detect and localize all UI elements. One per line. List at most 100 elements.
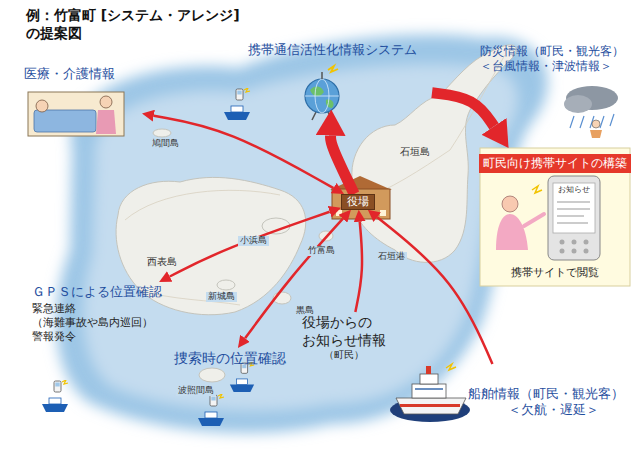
island-name: 石垣港	[376, 252, 407, 262]
island-name: 波照間島	[176, 386, 216, 396]
node-heading: 船舶情報（町民・観光客）	[468, 386, 624, 402]
care-illustration	[100, 96, 112, 108]
globe-antenna	[305, 79, 339, 113]
care-illustration	[36, 100, 48, 112]
ship-illustration	[420, 374, 438, 384]
road	[125, 55, 505, 305]
flow-arrow	[331, 136, 355, 194]
node-heading: ＧＰＳによる位置確認	[32, 284, 163, 300]
building	[330, 176, 392, 219]
care-info: 医療・介護情報	[22, 64, 142, 142]
notice-info: 役場からの お知らせ情報（町民）	[300, 312, 400, 364]
node-heading: 役場からの お知らせ情報	[302, 314, 398, 349]
ship-illustration	[390, 364, 470, 422]
island-name: 鳩間島	[150, 139, 181, 149]
ship-illustration	[426, 366, 431, 374]
road	[125, 190, 280, 220]
care-illustration	[28, 92, 124, 136]
node-body: （町民）	[302, 349, 398, 362]
mobile-site-panel	[524, 214, 544, 226]
mobile-site-panel	[553, 183, 595, 233]
ship-info: 船舶情報（町民・観光客）＜欠航・遅延＞	[386, 364, 626, 426]
boats	[230, 362, 254, 392]
storm-illustration	[570, 114, 614, 128]
node-heading: 防災情報（町民・観光客）	[480, 44, 624, 59]
link-arrow	[170, 212, 330, 277]
building	[330, 176, 392, 190]
boats	[42, 380, 68, 412]
ocean	[56, 35, 548, 433]
care-illustration	[28, 92, 124, 136]
island-name: 黒島	[294, 306, 316, 316]
mobile-site-panel	[496, 214, 528, 250]
disaster-info: 防災情報（町民・観光客）＜台風情報・津波情報＞	[478, 42, 626, 76]
island-name: 小浜島	[238, 236, 269, 246]
globe-antenna	[305, 66, 339, 120]
globe-antenna	[328, 66, 338, 72]
town-hall: 役場	[341, 194, 375, 210]
mobile-site-panel	[502, 196, 518, 212]
mobile-site-panel	[572, 240, 577, 245]
flow-arrow	[432, 93, 494, 127]
search-info: 捜索時の位置確認	[172, 348, 288, 370]
island	[199, 368, 225, 382]
boats	[42, 88, 254, 426]
mobile-site-panel	[532, 186, 542, 193]
link-arrow	[377, 217, 492, 364]
building	[336, 210, 342, 216]
island	[217, 280, 235, 290]
link-arrow	[154, 116, 334, 188]
ship-illustration	[412, 384, 446, 398]
node-heading: 医療・介護情報	[24, 66, 140, 82]
mobile-site-panel	[480, 148, 630, 286]
ship-illustration	[400, 404, 460, 407]
boats	[224, 88, 250, 120]
node-body: ＜欠航・遅延＞	[468, 402, 624, 418]
info-system: 携帯通信活性化情報システム	[232, 40, 432, 122]
mobile-site-panel	[480, 148, 630, 286]
node-heading: 役場	[347, 195, 369, 209]
node-heading: 携帯通信活性化情報システム	[234, 42, 430, 58]
mobile-site-panel	[572, 249, 577, 254]
node-heading: 捜索時の位置確認	[174, 350, 286, 368]
storm-illustration	[564, 86, 618, 138]
node-heading: 町民向け携帯サイトの構築	[479, 154, 631, 173]
node-body: 緊急連絡 （海難事故や島内巡回） 警報発令	[32, 302, 163, 343]
storm-illustration	[564, 95, 592, 113]
care-illustration	[34, 110, 96, 132]
island-name: 西表島	[145, 256, 179, 267]
island	[153, 129, 171, 137]
diagram-title: 例：竹富町 [システム・アレンジ]の提案図	[26, 6, 256, 42]
mobile-site-panel	[560, 240, 565, 245]
node-body: 携帯サイトで閲覧	[511, 266, 599, 280]
mobile-site-panel	[584, 249, 589, 254]
mobile-site-panel	[560, 249, 565, 254]
screen-text: お知らせ	[556, 186, 592, 195]
island-name: 新城島	[206, 292, 237, 302]
island-name: 竹富島	[306, 246, 337, 256]
mobile-site-panel: 町民向け携帯サイトの構築携帯サイトで閲覧	[480, 148, 630, 286]
storm-illustration	[590, 130, 602, 138]
globe-antenna	[310, 86, 334, 108]
ship-illustration	[390, 398, 470, 422]
mobile-site-panel	[548, 176, 600, 260]
node-body: ＜台風情報・津波情報＞	[480, 59, 624, 74]
gps-info: ＧＰＳによる位置確認緊急連絡 （海難事故や島内巡回） 警報発令	[30, 282, 165, 346]
ship-illustration	[446, 364, 456, 370]
island	[116, 45, 516, 382]
mobile-site-panel	[584, 240, 589, 245]
building	[332, 189, 390, 219]
boats	[198, 394, 224, 426]
link-arrow	[355, 222, 362, 312]
globe-antenna	[305, 96, 339, 97]
island-name: 石垣島	[398, 146, 432, 157]
care-illustration	[96, 110, 116, 134]
building	[380, 210, 386, 216]
storm-illustration	[592, 120, 600, 128]
ship-illustration	[396, 398, 466, 414]
globe-antenna	[321, 72, 323, 79]
ship-illustration	[415, 388, 443, 390]
ocean	[56, 35, 548, 433]
